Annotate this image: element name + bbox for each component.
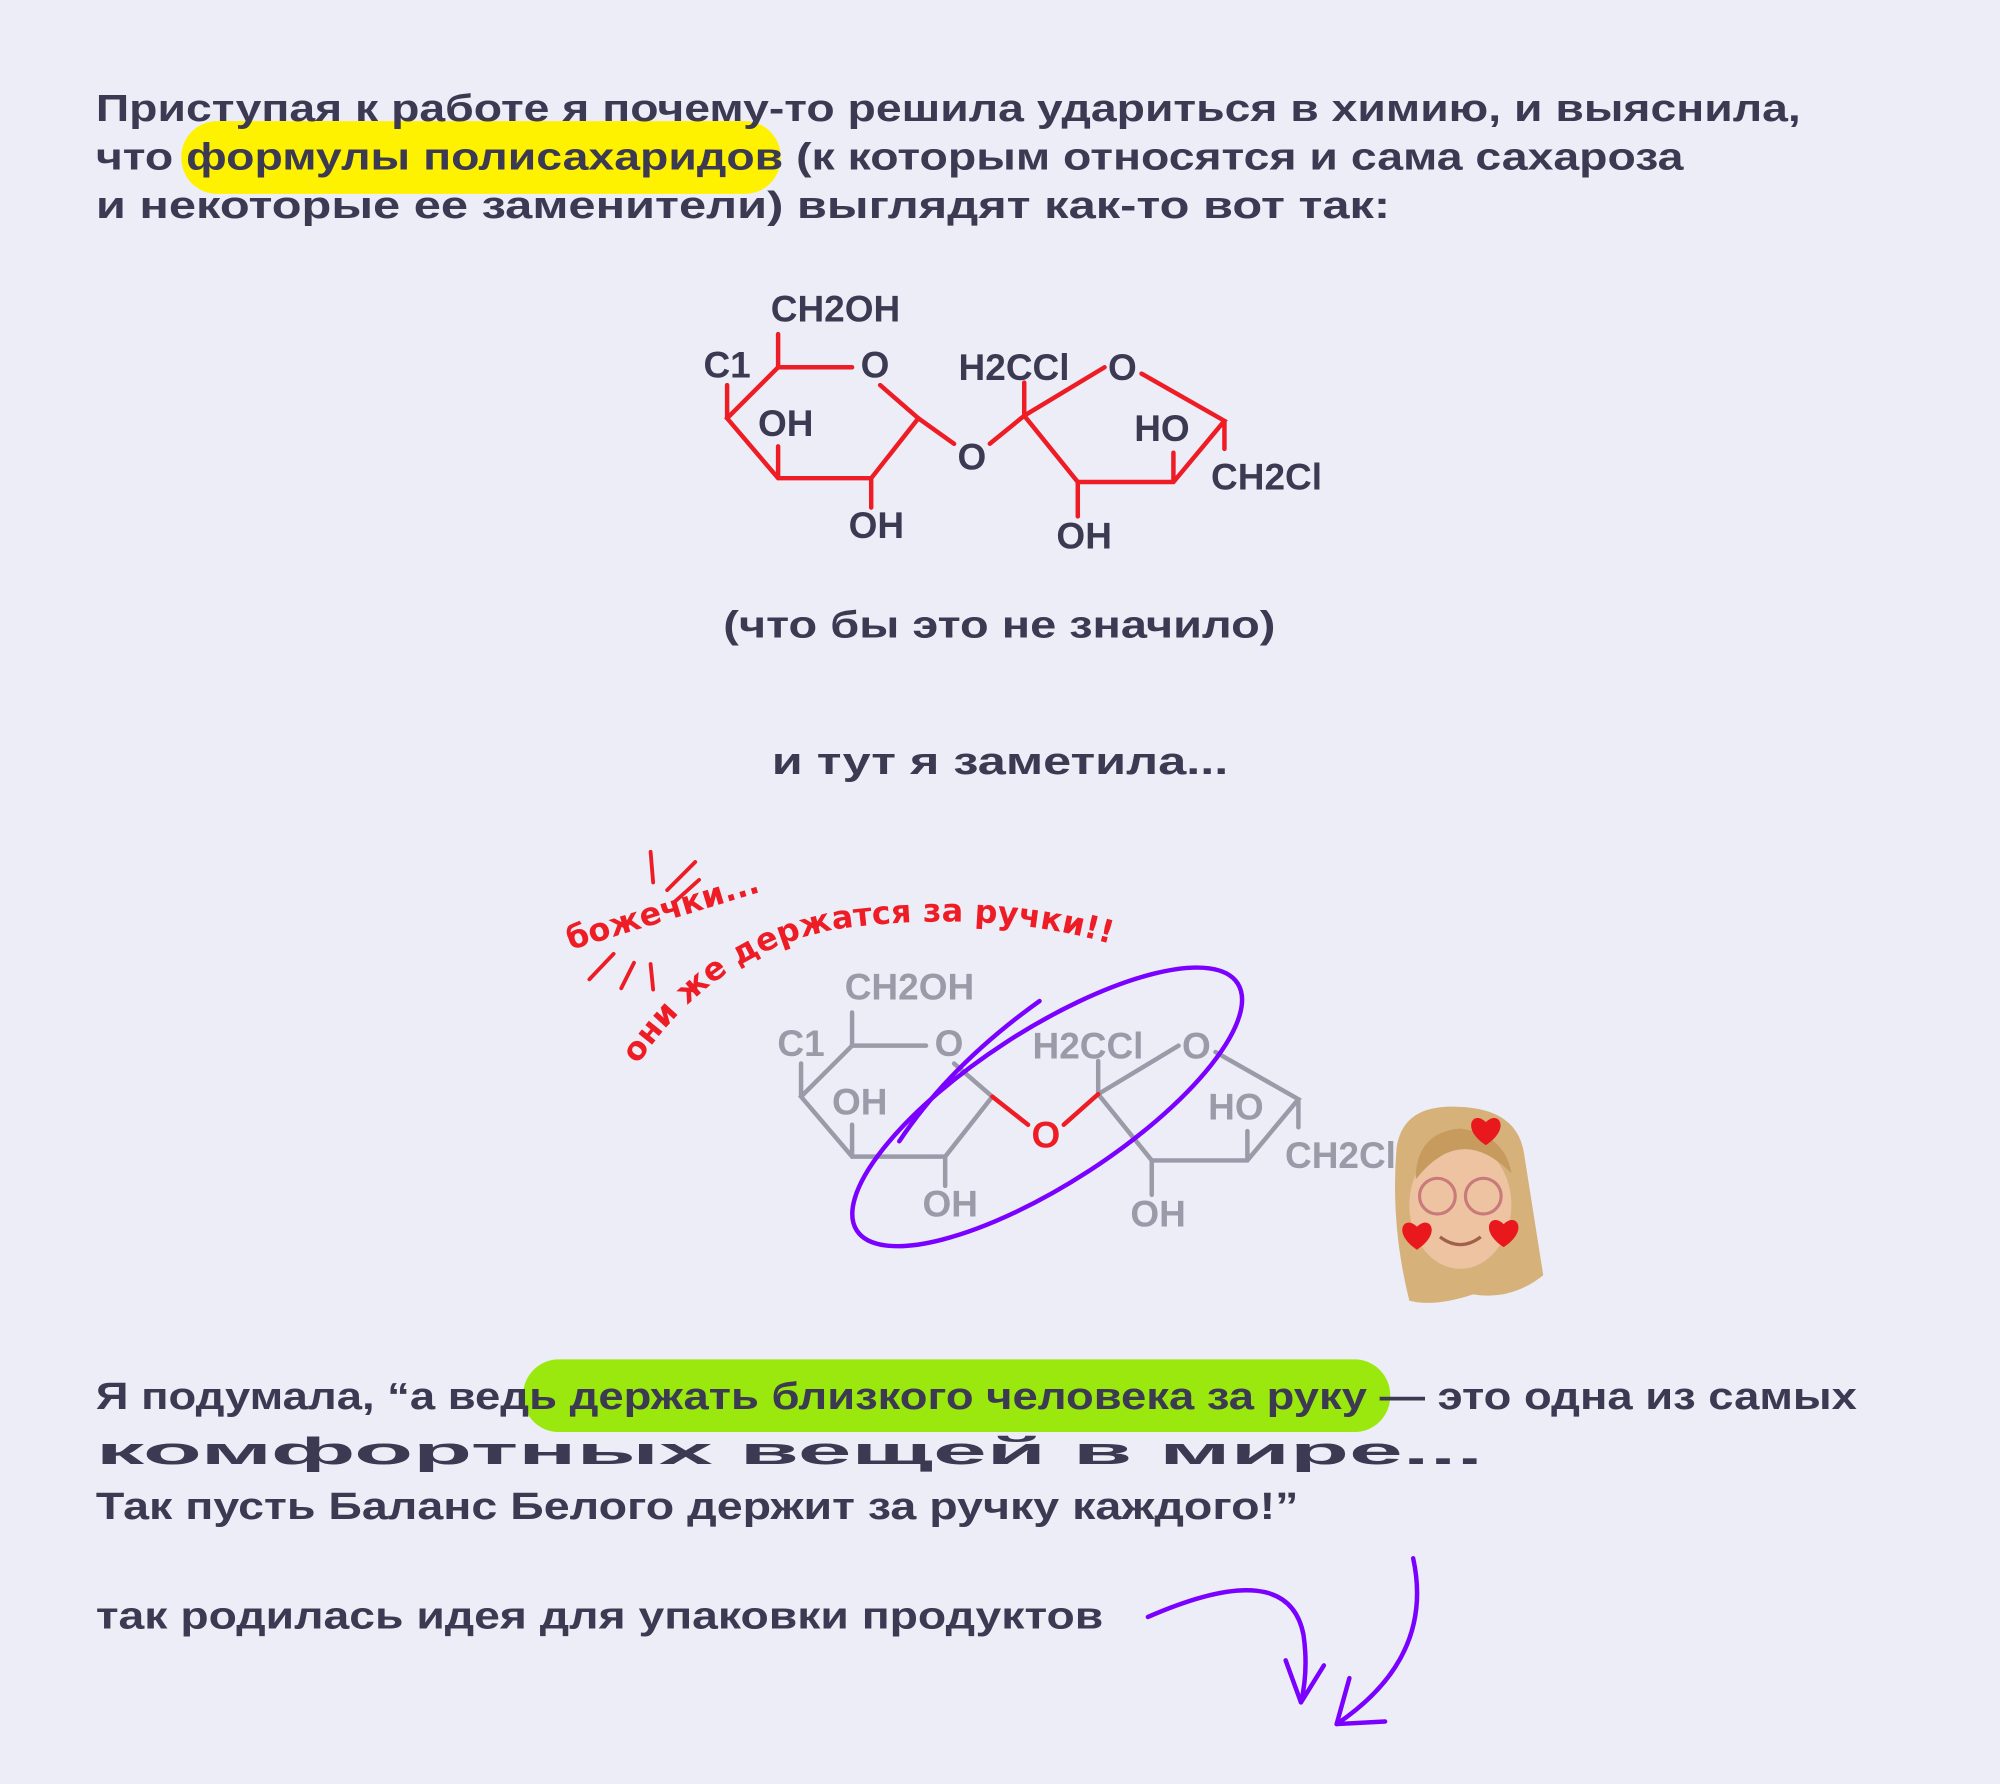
label-o-ring1: O <box>861 344 890 385</box>
conclusion-line-3: Так пусть Баланс Белого держит за ручку … <box>96 1485 1299 1528</box>
conclusion-line-1-pre: Я подумала, “а ведь <box>96 1375 570 1418</box>
intro-line-2-pre: что <box>96 136 186 179</box>
label-o-bridge-red: O <box>1032 1115 1061 1156</box>
conclusion-line-2: комфортных вещей в мире... <box>96 1430 1483 1473</box>
purple-stroke <box>897 998 1042 1144</box>
conclusion-line-4: так родилась идея для упаковки продуктов <box>96 1594 1103 1637</box>
intro-line-1: Приступая к работе я почему-то решила уд… <box>96 87 1801 130</box>
arrow-down-left-icon <box>1334 1556 1420 1727</box>
label-o-bridge: O <box>958 436 987 477</box>
label-ch2cl: CH2Cl <box>1211 457 1322 498</box>
label-h2ccl: H2CCl <box>959 347 1070 388</box>
label-oh-bottom2: OH <box>1056 515 1111 556</box>
label-ch2oh: CH2OH <box>771 288 900 329</box>
intro-line-2: что формулы полисахаридов (к которым отн… <box>96 136 1684 179</box>
burst-lines-icon <box>587 849 701 992</box>
heart-icon <box>1402 1118 1519 1250</box>
label-ho-2: HO <box>1208 1087 1263 1128</box>
green-highlight <box>523 1359 1391 1433</box>
arrow-down-icon <box>1145 1588 1327 1705</box>
annotated-formula: CH2OH C1 O OH OH H2CCl O HO CH2Cl OH O <box>777 967 1396 1235</box>
label-oh-bottom1-2: OH <box>923 1184 978 1225</box>
intro-line-2-post: (к которым относятся и сама сахароза <box>783 136 1684 179</box>
label-ch2cl-2: CH2Cl <box>1285 1135 1396 1176</box>
label-cl1-2: C1 <box>777 1023 824 1064</box>
label-oh-inner: OH <box>758 403 813 444</box>
label-o-ring1-2: O <box>935 1023 964 1064</box>
purple-circle-annotation <box>850 965 1245 1249</box>
label-ho: HO <box>1134 408 1189 449</box>
conclusion-line-1: Я подумала, “а ведь держать близкого чел… <box>96 1375 1857 1418</box>
memoji-avatar <box>1394 1106 1544 1303</box>
sucralose-formula: CH2OH C1 O OH OH O H2CCl O HO CH2Cl OH <box>703 288 1322 556</box>
yellow-highlight <box>181 121 781 194</box>
conclusion-line-1-post: — это одна из самых <box>1367 1375 1857 1418</box>
caption: (что бы это не значило) <box>723 604 1275 647</box>
label-o-ring2-2: O <box>1182 1025 1211 1066</box>
highlighted-term: формулы полисахаридов <box>186 136 783 179</box>
label-oh-inner-2: OH <box>832 1082 887 1123</box>
label-h2ccl-2: H2CCl <box>1033 1025 1144 1066</box>
label-cl1: C1 <box>703 344 750 385</box>
label-ch2oh-2: CH2OH <box>845 967 974 1008</box>
label-oh-bottom1: OH <box>849 505 904 546</box>
noticed-text: и тут я заметила... <box>772 740 1229 783</box>
label-o-ring2: O <box>1108 347 1137 388</box>
intro-line-3: и некоторые ее заменители) выглядят как-… <box>96 184 1390 227</box>
label-oh-bottom2-2: OH <box>1130 1194 1185 1235</box>
highlighted-phrase: держать близкого человека за руку <box>570 1375 1368 1418</box>
